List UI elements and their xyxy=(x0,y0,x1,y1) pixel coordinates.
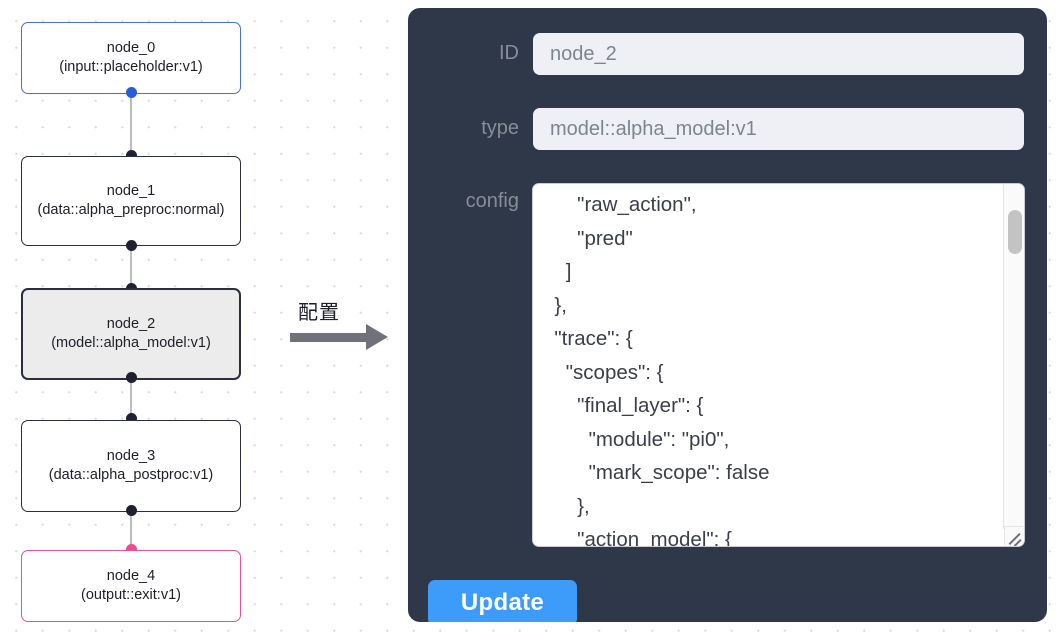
arrow-shaft-icon xyxy=(290,333,368,342)
port-dot-node-3-in[interactable] xyxy=(125,413,137,424)
type-input[interactable] xyxy=(533,108,1024,150)
field-row-id: ID xyxy=(428,33,1024,75)
graph-node-node-4[interactable]: node_4 (output::exit:v1) xyxy=(21,550,241,622)
edge-node2-node3 xyxy=(130,375,132,418)
graph-node-subtitle: (input::placeholder:v1) xyxy=(59,59,203,75)
graph-node-node-3[interactable]: node_3 (data::alpha_postproc:v1) xyxy=(21,420,241,512)
config-scrollbar-thumb[interactable] xyxy=(1008,210,1022,254)
edge-node1-node2 xyxy=(130,245,132,293)
graph-node-title: node_0 xyxy=(106,39,156,56)
port-dot-node-3-out[interactable] xyxy=(125,505,137,516)
port-dot-node-4-in[interactable] xyxy=(125,544,137,555)
graph-node-node-1[interactable]: node_1 (data::alpha_preproc:normal) xyxy=(21,156,241,246)
graph-node-subtitle: (data::alpha_postproc:v1) xyxy=(48,467,214,483)
port-dot-node-1-out[interactable] xyxy=(125,240,137,251)
field-row-type: type xyxy=(428,108,1024,150)
configure-arrow-annotation: 配置 xyxy=(290,296,395,358)
graph-node-title: node_2 xyxy=(106,315,156,332)
port-dot-node-2-out[interactable] xyxy=(125,372,137,383)
graph-node-node-0[interactable]: node_0 (input::placeholder:v1) xyxy=(21,22,241,94)
graph-node-subtitle: (data::alpha_preproc:normal) xyxy=(37,202,225,218)
id-field-label: ID xyxy=(499,42,519,64)
arrow-label: 配置 xyxy=(298,300,340,324)
edge-node0-node1 xyxy=(130,92,132,162)
type-field-label: type xyxy=(481,117,519,139)
graph-node-title: node_3 xyxy=(106,447,156,464)
node-graph-canvas[interactable]: node_0 (input::placeholder:v1) node_1 (d… xyxy=(0,0,400,643)
id-input[interactable] xyxy=(533,33,1024,75)
port-dot-node-0-out[interactable] xyxy=(125,87,137,98)
config-textarea-container: "raw_action", "pred" ] }, "trace": { "sc… xyxy=(533,184,1024,546)
graph-node-node-2[interactable]: node_2 (model::alpha_model:v1) xyxy=(21,288,241,380)
graph-node-title: node_4 xyxy=(106,567,156,584)
arrow-head-icon xyxy=(366,324,388,350)
config-textarea[interactable]: "raw_action", "pred" ] }, "trace": { "sc… xyxy=(533,184,1003,546)
resize-handle-icon[interactable] xyxy=(1004,526,1023,545)
config-scrollbar-track[interactable] xyxy=(1003,184,1024,529)
update-button[interactable]: Update xyxy=(428,580,577,622)
port-dot-node-1-in[interactable] xyxy=(125,150,137,161)
config-field-label: config xyxy=(465,190,519,212)
graph-node-subtitle: (model::alpha_model:v1) xyxy=(51,335,211,351)
field-row-config: config "raw_action", "pred" ] }, "trace"… xyxy=(428,184,1024,546)
node-config-panel: ID type config "raw_action", "pred" ] },… xyxy=(408,8,1047,622)
edge-node3-node4 xyxy=(130,511,132,550)
graph-node-title: node_1 xyxy=(106,182,156,199)
graph-node-subtitle: (output::exit:v1) xyxy=(81,587,181,603)
